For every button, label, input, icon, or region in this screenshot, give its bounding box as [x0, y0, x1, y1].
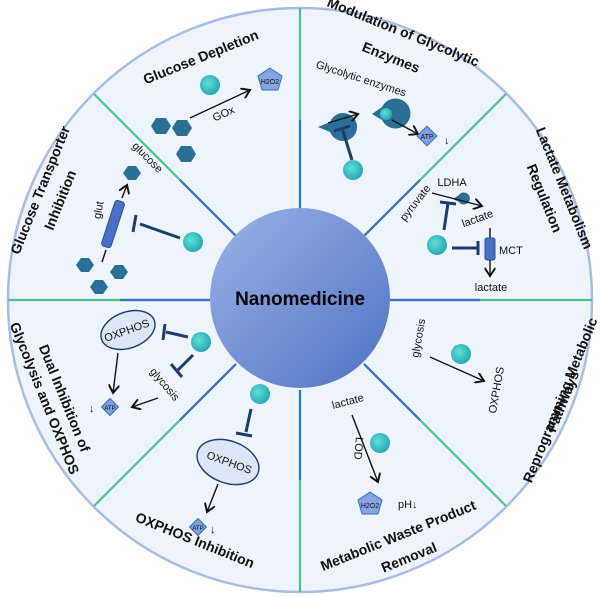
- center-circle: [210, 208, 390, 388]
- svg-text:LDHA: LDHA: [437, 177, 467, 189]
- nanoparticle-icon: [427, 235, 447, 255]
- svg-text:ATP: ATP: [420, 134, 433, 141]
- inhibit-line: [340, 127, 354, 161]
- h2o2-label: H2O2: [261, 79, 279, 86]
- inhibit-line: [176, 353, 195, 372]
- glucose-hexagon-icons: [151, 118, 196, 162]
- sector-dividers: [8, 8, 592, 592]
- center-label: Nanomedicine: [235, 289, 365, 310]
- svg-text:ATP: ATP: [192, 526, 203, 532]
- nanoparticle-icon: [183, 232, 203, 252]
- atp-icon: [188, 517, 208, 537]
- arrow-icon: [189, 90, 250, 119]
- mitochondria-icon: [196, 438, 260, 486]
- ph-decrease-label: pH↓: [398, 499, 418, 511]
- atp-icon: [100, 397, 120, 417]
- glucose-hexagon-icons: [76, 258, 128, 294]
- atp-icon: [416, 125, 438, 147]
- nanoparticle-icon: [343, 160, 363, 180]
- nanoparticle-icon: [451, 344, 471, 364]
- nanoparticle-icon: [191, 332, 211, 352]
- sector-glucose-depletion: GOx H2O2: [151, 67, 283, 162]
- svg-text:glut: glut: [92, 200, 107, 220]
- inhibit-line: [165, 330, 189, 339]
- nanoparticle-icon: [250, 384, 270, 404]
- decrease-arrow: ↓: [444, 135, 450, 147]
- inhibit-line: [442, 202, 450, 231]
- enzyme-icon: [318, 113, 358, 141]
- glut-transporter-icon: [101, 199, 125, 249]
- svg-text:H2O2: H2O2: [361, 503, 379, 510]
- nanoparticle-icon: [380, 108, 392, 120]
- nanoparticle-icon: [370, 433, 390, 453]
- svg-text:↓: ↓: [89, 403, 95, 415]
- svg-text:↓: ↓: [210, 524, 216, 536]
- arrow-icon: [327, 114, 358, 124]
- mitochondria-icon: [100, 309, 156, 351]
- nanoparticle-icon: [200, 75, 220, 95]
- svg-text:lactate: lactate: [475, 282, 507, 294]
- svg-text:ATP: ATP: [104, 406, 115, 412]
- h2o2-pentagon-icon: [257, 67, 283, 91]
- svg-text:MCT: MCT: [499, 245, 523, 257]
- inhibit-line: [244, 408, 253, 433]
- sector-oxphos-inhibition: OXPHOS ATP ↓: [188, 384, 270, 537]
- glucose-hexagon-icon: [123, 166, 141, 180]
- mct-transporter-icon: [484, 237, 496, 261]
- inhibit-line: [139, 222, 181, 240]
- svg-text:LOD: LOD: [351, 436, 365, 460]
- h2o2-pentagon-icon: [357, 491, 383, 515]
